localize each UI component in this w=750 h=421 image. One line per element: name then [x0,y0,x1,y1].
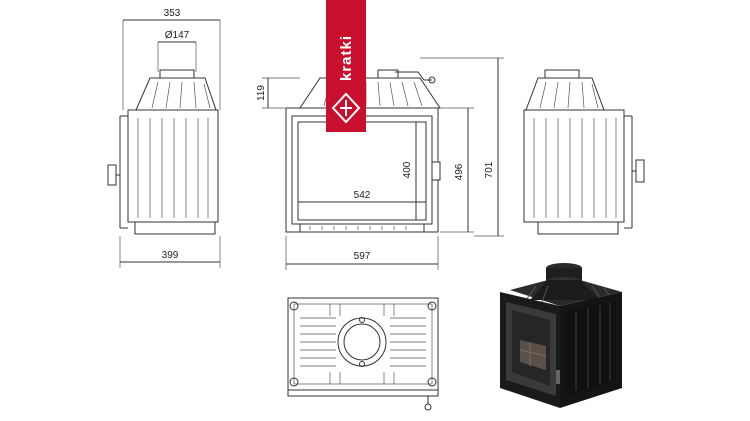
dim-flue-diameter: Ø147 [165,30,190,41]
dim-front-total-width: 597 [354,251,371,262]
dim-front-opening-width: 542 [354,190,371,201]
flue-circle [337,317,387,367]
logo-mark-icon [331,92,361,124]
stove-render [500,263,622,408]
dim-front-inner-height: 496 [454,163,465,180]
front-view: 119 542 400 [256,57,504,270]
dim-front-opening-height: 400 [402,161,413,178]
plan-view [287,297,439,411]
dim-side-top-width: 353 [164,8,181,19]
side-view-left: 353 Ø147 399 [107,8,221,268]
brand-logo: kratki [326,0,366,132]
dim-front-top-height: 119 [256,85,267,101]
brand-name: kratki [338,35,355,81]
dim-front-total-height: 701 [484,161,495,178]
side-view-right [523,69,645,235]
dim-side-bottom-width: 399 [162,250,179,261]
